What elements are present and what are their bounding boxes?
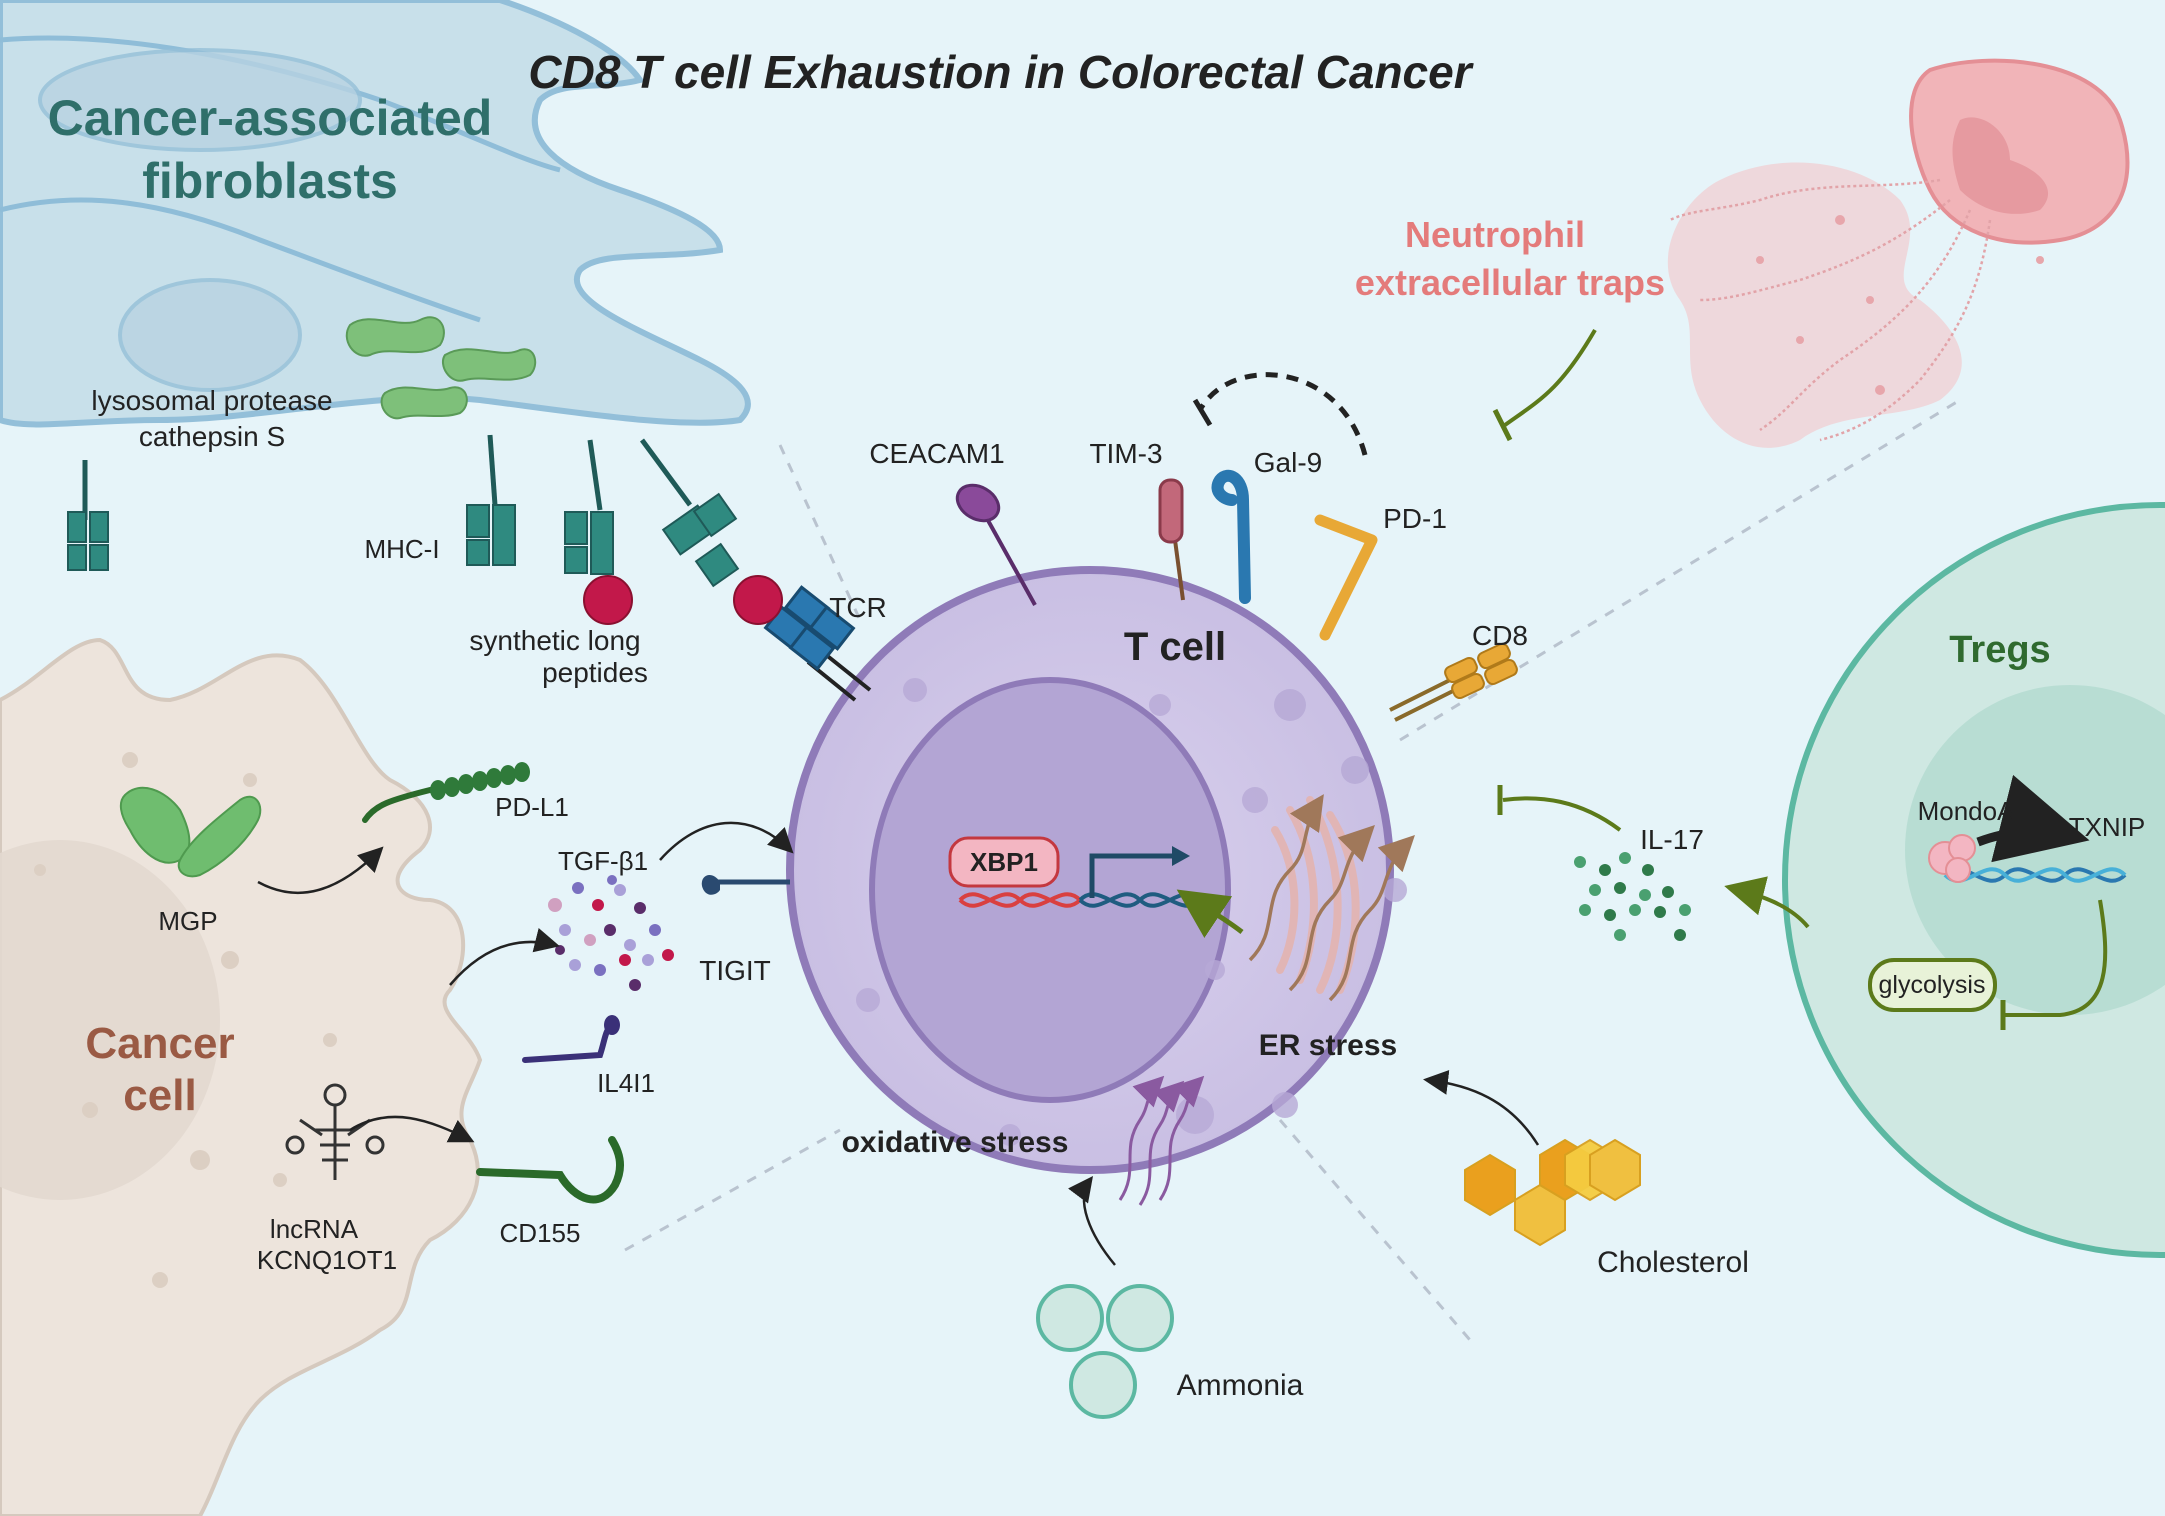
gal9-molecule: [1211, 469, 1251, 604]
il-17-particles: [1574, 852, 1691, 941]
tim3-receptor: [1158, 478, 1185, 601]
mhc-i-2: [564, 439, 633, 625]
cancer-cell-label-line2: cell: [123, 1071, 196, 1120]
xbp1-gene: [948, 836, 1202, 908]
pd1-label: PD-1: [1383, 503, 1447, 534]
treg-cell: [1782, 502, 2165, 1258]
slp-label-line2: peptides: [542, 657, 648, 688]
mondoa-to-txnip-arrow: [1976, 774, 2090, 863]
xbp1-label: XBP1: [970, 847, 1038, 877]
cancer-cell-label-line1: Cancer: [85, 1019, 234, 1068]
tgfb1-label: TGF-β1: [558, 846, 648, 876]
mondoa-protein: [1928, 834, 1976, 883]
mgp-molecule: [119, 786, 262, 878]
ceacam1-label: CEACAM1: [869, 438, 1004, 469]
txnip-label: TXNIP: [2069, 812, 2146, 842]
tcr-label: TCR: [829, 592, 887, 623]
il4i1-molecule: [522, 1015, 620, 1063]
mgp-label: MGP: [158, 906, 217, 936]
cholesterol-molecule: [1464, 1138, 1641, 1247]
tregs-to-il17-arrow: [1724, 876, 1810, 929]
pd-l1-molecule: [362, 762, 530, 823]
cancer-associated-fibroblast: [0, 0, 751, 428]
lncrna-label-line1: lncRNA: [270, 1214, 359, 1244]
slp-label-line1: synthetic long: [469, 625, 640, 656]
tigit-label: TIGIT: [699, 955, 771, 986]
ceacam1-receptor: [955, 483, 1037, 606]
tcr-receptor: [763, 585, 872, 702]
cd155-molecule: [476, 1136, 625, 1204]
oxidative-stress-signals: [1118, 1075, 1205, 1206]
t-cell-label: T cell: [1124, 625, 1226, 669]
il4i1-label: IL4I1: [597, 1068, 655, 1098]
cancer-to-tgf-arrow: [449, 928, 560, 986]
mgp-to-pdl1-arrow: [257, 846, 384, 895]
tigit-receptor: [701, 875, 790, 895]
mhc-i-left: [67, 460, 109, 571]
glycolysis-label: glycolysis: [1879, 971, 1986, 999]
mhc-i-label: MHC-I: [364, 534, 439, 564]
net-label-line2: extracellular traps: [1355, 262, 1665, 303]
pdl1-label: PD-L1: [495, 792, 569, 822]
oxidative-stress-label: oxidative stress: [842, 1126, 1069, 1159]
net-inhibition: [1492, 328, 1597, 442]
ammonia-label: Ammonia: [1177, 1369, 1304, 1402]
caf-label-line1: Cancer-associated: [48, 90, 493, 146]
mhc-i-3: [639, 438, 783, 625]
mondoa-label: MondoA: [1918, 796, 2015, 826]
gal9-pd1-inhibition: [1192, 372, 1368, 456]
ammonia-molecule: [1036, 1284, 1174, 1419]
cholesterol-label: Cholesterol: [1597, 1246, 1749, 1279]
neutrophil-extracellular-trap: [1667, 58, 2130, 448]
net-label-line1: Neutrophil: [1405, 214, 1585, 255]
il17-inhibition: [1497, 785, 1622, 832]
pd1-receptor: [1314, 514, 1378, 641]
tgf-to-tcell-arrow: [659, 821, 794, 861]
tim3-label: TIM-3: [1089, 438, 1162, 469]
cholesterol-to-tcell-arrow: [1423, 1069, 1540, 1146]
cathepsin-label-line1: lysosomal protease: [91, 385, 332, 416]
lncrna-label-line2: KCNQ1OT1: [257, 1245, 397, 1275]
lncrna-to-cd155-arrow: [349, 1115, 475, 1143]
er-stress-signals: [1248, 794, 1415, 1002]
er-stress-label: ER stress: [1259, 1029, 1397, 1062]
er-to-xbp1-arrow: [1176, 889, 1244, 938]
cd155-label: CD155: [500, 1218, 581, 1248]
ammonia-to-tcell-arrow: [1068, 1175, 1116, 1266]
gal9-label: Gal-9: [1254, 447, 1322, 478]
glycolysis-inhibition: [1868, 899, 2108, 1030]
cd8-label: CD8: [1472, 620, 1528, 651]
tregs-label: Tregs: [1949, 629, 2050, 671]
page-title: CD8 T cell Exhaustion in Colorectal Canc…: [528, 46, 1473, 98]
cd8-receptor: [1389, 642, 1518, 722]
tregs-dna: [1943, 867, 2127, 883]
cathepsin-label-line2: cathepsin S: [139, 421, 285, 452]
cathepsin-s-molecules: [345, 316, 537, 420]
caf-label-line2: fibroblasts: [142, 153, 398, 209]
il17-label: IL-17: [1640, 824, 1704, 855]
mhc-i-1: [466, 434, 516, 566]
tgf-beta1-particles: [548, 875, 674, 991]
